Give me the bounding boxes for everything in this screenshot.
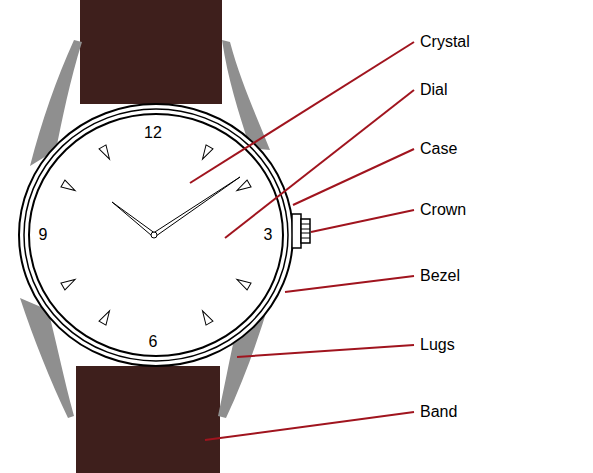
crown-ridges <box>301 224 310 238</box>
part-name: Crystal <box>420 33 470 51</box>
dial-number: 12 <box>144 124 162 142</box>
hour-hand <box>112 202 155 237</box>
crown-stem <box>292 214 301 248</box>
part-name: Band <box>420 403 457 421</box>
part-name: Bezel <box>420 267 460 285</box>
part-name: Crown <box>420 201 466 219</box>
crown-knob <box>301 219 310 243</box>
dial-number: 3 <box>264 226 273 244</box>
part-name: Dial <box>420 81 448 99</box>
hour-markers <box>61 145 251 325</box>
lower-band <box>76 366 220 473</box>
upper-band <box>80 0 222 104</box>
dial-number: 9 <box>39 226 48 244</box>
minute-hand <box>153 177 240 237</box>
part-name: Case <box>420 140 457 158</box>
hand-pivot <box>151 232 157 238</box>
part-name: Lugs <box>420 336 455 354</box>
leader-lines <box>190 42 414 440</box>
dial-number: 6 <box>149 333 158 351</box>
dial-ring <box>29 114 283 356</box>
